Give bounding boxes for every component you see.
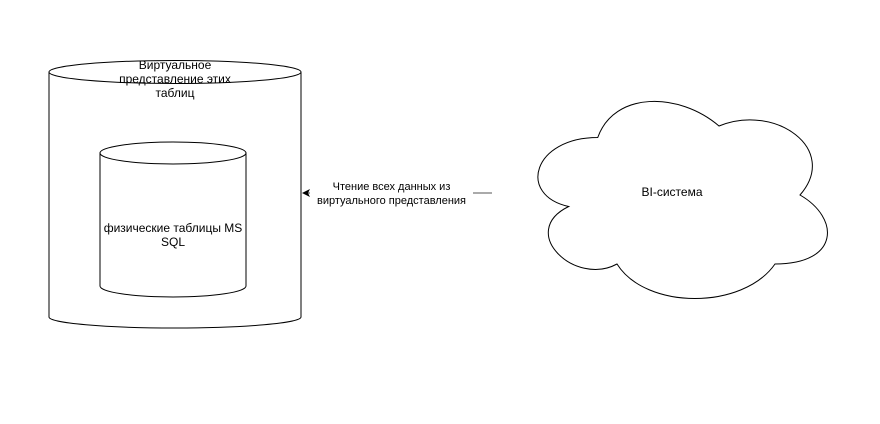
read-edge[interactable] <box>302 189 492 197</box>
outer-cylinder-label: Виртуальное представление этих таблиц <box>119 58 231 100</box>
cloud-shape[interactable] <box>537 100 828 299</box>
cloud-label: BI-система <box>641 185 703 199</box>
inner-cylinder[interactable] <box>99 141 247 298</box>
edge-label: Чтение всех данных из виртуального предс… <box>316 181 466 207</box>
arrowhead-icon <box>302 189 310 197</box>
inner-cylinder-label: физические таблицы MS SQL <box>103 221 243 249</box>
